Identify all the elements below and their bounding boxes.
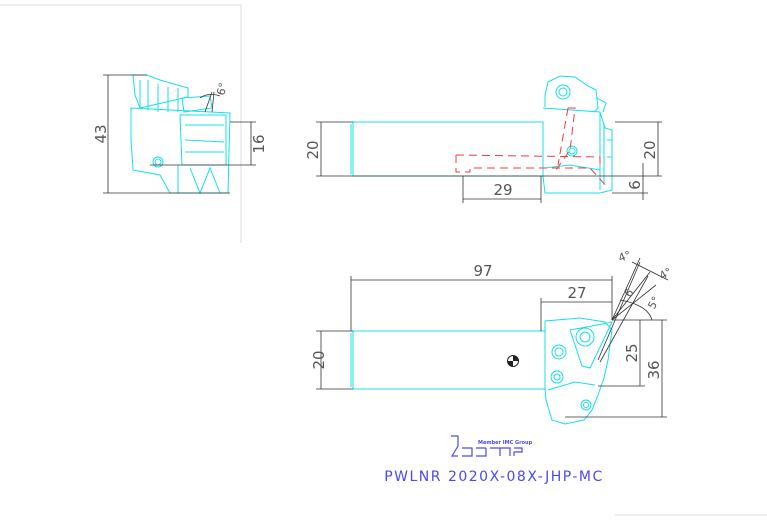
iscar-logo: Member IMC Group — [450, 435, 533, 457]
top-view-overhang-label: 29 — [493, 181, 512, 199]
angle-label-1: 4° — [617, 248, 633, 264]
end-view-angle-label: 6° — [214, 81, 230, 96]
top-view-geometry — [350, 75, 613, 194]
side-view-overall-length-label: 97 — [473, 262, 492, 280]
top-view-dimensions — [316, 121, 662, 203]
part-number-title: PWLNR 2020X-08X-JHP-MC — [384, 469, 604, 485]
angle-label-4: 5° — [645, 294, 663, 311]
sheet-border — [0, 4, 242, 243]
side-view-geometry — [350, 317, 613, 425]
side-view-shank-height-label: 20 — [310, 350, 328, 369]
end-view-cutting-height-label: 16 — [250, 134, 268, 153]
side-view-height-25-label: 25 — [623, 343, 641, 362]
logo-subtitle: Member IMC Group — [478, 440, 533, 446]
top-view: 20 29 20 6 — [304, 75, 662, 203]
end-view-height-label: 43 — [92, 124, 110, 143]
top-view-head-height-label: 20 — [641, 140, 659, 159]
side-view: 97 27 20 25 36 4° 4° 6 5° — [310, 248, 674, 425]
end-view: 43 16 6° — [92, 74, 268, 195]
end-view-dimensions — [103, 74, 256, 194]
side-view-dimensions — [316, 257, 669, 418]
top-view-hidden-lines — [455, 107, 609, 189]
angle-label-2: 4° — [657, 265, 674, 283]
angle-label-3: 6 — [622, 287, 637, 300]
top-view-offset-label: 6 — [626, 180, 644, 190]
side-view-head-length-label: 27 — [567, 284, 586, 302]
side-view-height-36-label: 36 — [645, 360, 663, 379]
top-view-shank-height-label: 20 — [304, 140, 322, 159]
center-mark — [507, 355, 519, 367]
